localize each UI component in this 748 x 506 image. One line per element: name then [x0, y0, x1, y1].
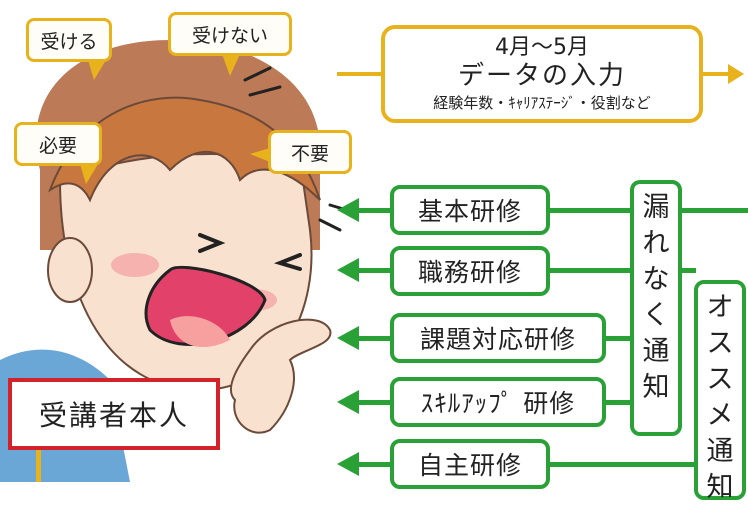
bubble-not-needed: 不要	[268, 130, 352, 174]
notify-all-out-line-2	[682, 268, 696, 273]
notify-all-char: 通	[642, 336, 670, 367]
notify-recommend-char: ス	[706, 364, 734, 395]
bubble-needed-tail	[80, 164, 98, 184]
training-job-label: 職務研修	[417, 258, 522, 287]
notify-all-char: な	[642, 264, 670, 295]
link-self-notify	[550, 462, 698, 467]
notify-recommend-box: オ ス ス メ 通 知	[694, 280, 746, 503]
arrow-job-icon	[337, 258, 359, 282]
bubble-not-needed-text: 不要	[290, 142, 329, 165]
training-skillup: ｽｷﾙｱｯﾌﾟ 研修	[390, 377, 606, 427]
notify-recommend-char: ス	[706, 328, 734, 359]
training-basic: 基本研修	[390, 185, 550, 235]
arrow-skillup-line	[357, 400, 393, 405]
training-self-label: 自主研修	[417, 451, 522, 480]
data-entry-period: 4月～5月	[495, 35, 589, 60]
arrow-issue-line	[357, 336, 393, 341]
training-job: 職務研修	[390, 246, 550, 296]
link-job-notify	[550, 268, 632, 273]
training-issue-label: 課題対応研修	[419, 325, 576, 354]
link-basic-notify	[550, 208, 632, 213]
arrow-basic-icon	[337, 198, 359, 222]
notify-all-out-line	[682, 208, 748, 213]
bubble-needed-text: 必要	[38, 134, 77, 157]
arrow-issue-icon	[337, 326, 359, 350]
notify-all-char: く	[642, 300, 670, 331]
notify-recommend-char: オ	[706, 292, 734, 323]
notify-recommend-char: 通	[706, 436, 734, 467]
bubble-not-needed-tail	[250, 148, 270, 162]
notify-all-char: 知	[642, 372, 670, 403]
data-entry-arrow-icon	[728, 64, 744, 84]
bubble-not-receive-tail	[222, 54, 240, 76]
bubble-receive: 受ける	[26, 18, 112, 62]
person-label-connector	[36, 450, 41, 482]
notify-recommend-char: メ	[706, 400, 734, 431]
notify-all-char: れ	[642, 228, 670, 259]
bubble-needed: 必要	[14, 122, 102, 166]
notify-all-box: 漏 れ な く 通 知	[630, 180, 682, 436]
link-issue-notify	[606, 336, 632, 341]
data-entry-connector	[337, 72, 383, 76]
link-skillup-notify	[606, 400, 632, 405]
bubble-receive-tail	[88, 60, 106, 80]
bubble-receive-text: 受ける	[40, 30, 98, 53]
arrow-self-icon	[337, 452, 359, 476]
training-skillup-label: ｽｷﾙｱｯﾌﾟ 研修	[420, 389, 576, 418]
data-entry-details: 経験年数・ｷｬﾘｱｽﾃｰｼﾞ・役割など	[433, 94, 651, 112]
notify-recommend-char: 知	[706, 472, 734, 503]
data-entry-box: 4月～5月 データの入力 経験年数・ｷｬﾘｱｽﾃｰｼﾞ・役割など	[381, 25, 703, 123]
arrow-job-line	[357, 268, 393, 273]
bubble-not-receive-text: 受けない	[191, 24, 268, 47]
arrow-skillup-icon	[337, 390, 359, 414]
notify-all-char: 漏	[642, 192, 670, 223]
person-label-text: 受講者本人	[38, 399, 189, 432]
training-issue: 課題対応研修	[390, 313, 606, 363]
data-entry-title: データの入力	[457, 61, 626, 91]
data-entry-out-line	[703, 72, 731, 76]
bubble-not-receive: 受けない	[168, 12, 292, 56]
person-label-box: 受講者本人	[8, 378, 220, 450]
arrow-basic-line	[357, 208, 393, 213]
arrow-self-line	[357, 462, 393, 467]
training-basic-label: 基本研修	[417, 197, 522, 226]
